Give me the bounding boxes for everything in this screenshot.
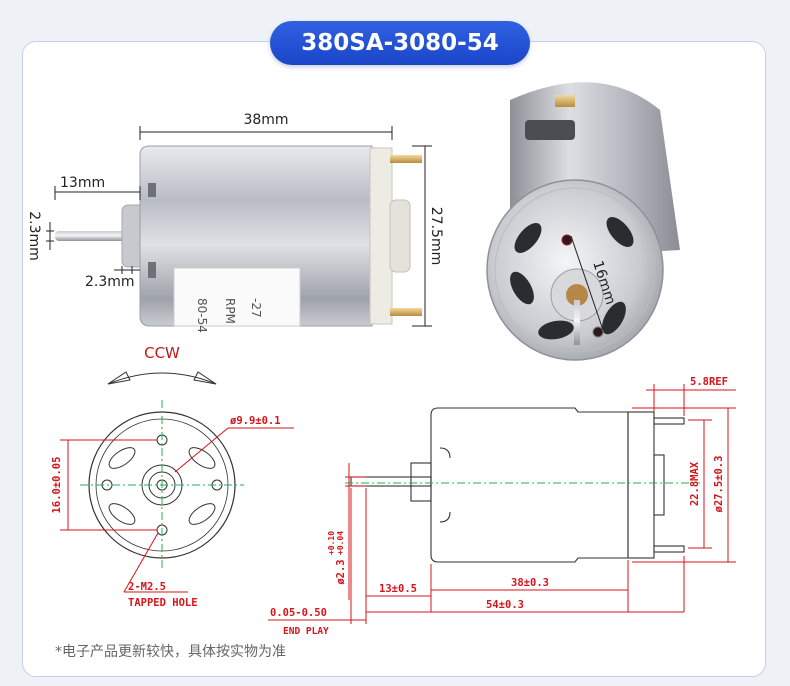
body-diameter-label: ø27.5±0.3 (713, 456, 725, 513)
front-photo-slot-3 (538, 320, 574, 340)
front-photo-slot-4 (602, 301, 626, 335)
ccw-arrow-right (193, 371, 217, 385)
side-photo: 80-54 RPM -27 (55, 145, 422, 333)
ccw-arrow-left (107, 371, 131, 385)
front-photo-shaft (574, 300, 580, 345)
front-photo-hole-bottom (592, 326, 604, 338)
dim-height-label: 27.5mm (428, 207, 444, 265)
front-photo-hole-top (561, 234, 573, 246)
dim-shaft-diameter-label: 2.3mm (26, 211, 42, 261)
end-play-value: 0.05-0.50 (270, 607, 327, 619)
dim-boss-length-label: 2.3mm (85, 274, 135, 290)
front-drawing-slot-2 (108, 503, 136, 525)
dim-boss-leader (174, 427, 229, 473)
ccw-arc (107, 372, 217, 385)
front-drawing-slot-1 (108, 447, 136, 469)
front-drawing (80, 371, 244, 570)
shaft-diameter-base: ø2.3 (335, 559, 347, 584)
side-drawing-slot-bottom (439, 511, 451, 523)
front-photo-slot-2 (510, 271, 534, 305)
front-photo (486, 82, 680, 361)
can-slot-top (148, 183, 156, 197)
front-photo-slot-1 (514, 223, 542, 253)
shaft-length-label: 13±0.5 (379, 583, 417, 595)
side-drawing-terminal-top (653, 417, 685, 425)
label-sticker (173, 267, 301, 327)
side-drawing-terminal-bottom (653, 545, 685, 553)
can-slot-bottom (148, 262, 156, 278)
front-photo-cap-window (525, 120, 575, 140)
rotation-label: CCW (144, 344, 180, 362)
side-drawing-boss (410, 462, 432, 502)
front-drawing-slot-3 (188, 447, 216, 469)
side-drawing-endcap (627, 411, 655, 559)
end-bushing (389, 199, 411, 273)
dim-length-label: 38mm (243, 112, 288, 128)
side-drawing-can (430, 407, 629, 563)
product-title: 380SA-3080-54 (270, 21, 530, 65)
disclaimer-note: *电子产品更新较快，具体按实物为准 (55, 644, 286, 660)
shaft-tol-upper: +0.10 (327, 531, 336, 555)
hole-spacing-label: 16.0±0.05 (51, 457, 63, 514)
tapped-hole-spec: 2-M2.5 (128, 581, 166, 593)
side-drawing-bushing (653, 454, 665, 516)
tapped-hole-label: TAPPED HOLE (128, 597, 198, 609)
front-photo-bearing (566, 284, 588, 306)
total-length-label: 54±0.3 (486, 599, 524, 611)
terminal-ref-label: 5.8REF (690, 376, 728, 388)
body-length-label: 38±0.3 (511, 577, 549, 589)
front-drawing-dimensions (60, 427, 294, 593)
shaft (55, 231, 125, 241)
front-photo-face-ring (494, 187, 656, 353)
front-photo-slot-5 (606, 217, 634, 247)
terminal-bottom (390, 308, 422, 316)
front-photo-terminal (555, 95, 575, 107)
side-photo-dimensions (46, 126, 432, 327)
boss-diameter-label: ø9.9±0.1 (230, 415, 281, 427)
end-play-label: END PLAY (283, 626, 329, 637)
label-line-2: RPM (223, 298, 237, 324)
end-cap (369, 147, 393, 325)
front-drawing-slot-4 (188, 503, 216, 525)
inner-height-label: 22.8MAX (689, 461, 701, 506)
side-drawing-dimensions (268, 384, 736, 624)
terminal-top (390, 155, 422, 163)
side-drawing-shaft (350, 476, 432, 487)
label-line-1: 80-54 (195, 298, 209, 333)
front-photo-spacing-line (570, 235, 604, 331)
dim-hole-leader (123, 532, 159, 593)
side-drawing-slot-top (439, 447, 451, 459)
label-line-3: -27 (249, 298, 263, 318)
dim-shaft-length-label: 13mm (60, 175, 105, 191)
side-drawing (350, 407, 685, 563)
shaft-tol-lower: +0.04 (336, 531, 345, 555)
